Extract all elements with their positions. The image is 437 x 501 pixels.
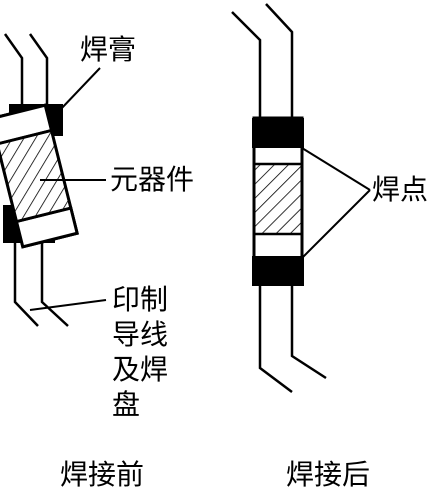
upper-trace-right (28, 33, 49, 108)
upper-solder-joint (252, 118, 304, 148)
lower-trace-left-after (258, 285, 293, 393)
before-caption: 焊接前 (60, 458, 145, 491)
lower-trace-right (40, 243, 69, 327)
upper-trace-left (3, 33, 24, 108)
tilted-component (0, 103, 79, 249)
upper-joint-leader (301, 147, 371, 191)
pad-label: 印制 导线 及焊 盘 (112, 282, 168, 422)
before-soldering-figure (0, 33, 107, 327)
pad-leader (29, 299, 107, 311)
lower-joint-leader (301, 189, 371, 259)
lower-trace-left (13, 243, 39, 327)
after-caption: 焊接后 (286, 458, 371, 491)
component-body-hatch (0, 128, 73, 224)
component-label: 元器件 (110, 163, 195, 196)
pad-label-line: 导线 (112, 318, 169, 351)
solder-paste-label: 焊膏 (80, 33, 137, 66)
pad-label-line: 印制 (112, 283, 169, 316)
upper-trace-left-after (231, 11, 262, 120)
lower-trace-right-after (290, 285, 327, 380)
after-soldering-figure (231, 3, 371, 393)
lower-solder-joint (252, 256, 304, 286)
pad-label-line: 盘 (112, 388, 141, 421)
solder-joint-label: 焊点 (372, 173, 429, 206)
solder-paste-leader (59, 67, 101, 111)
pad-label-line: 及焊 (112, 353, 169, 386)
upper-trace-right-after (265, 3, 294, 120)
component-body-hatch-after (252, 162, 304, 236)
